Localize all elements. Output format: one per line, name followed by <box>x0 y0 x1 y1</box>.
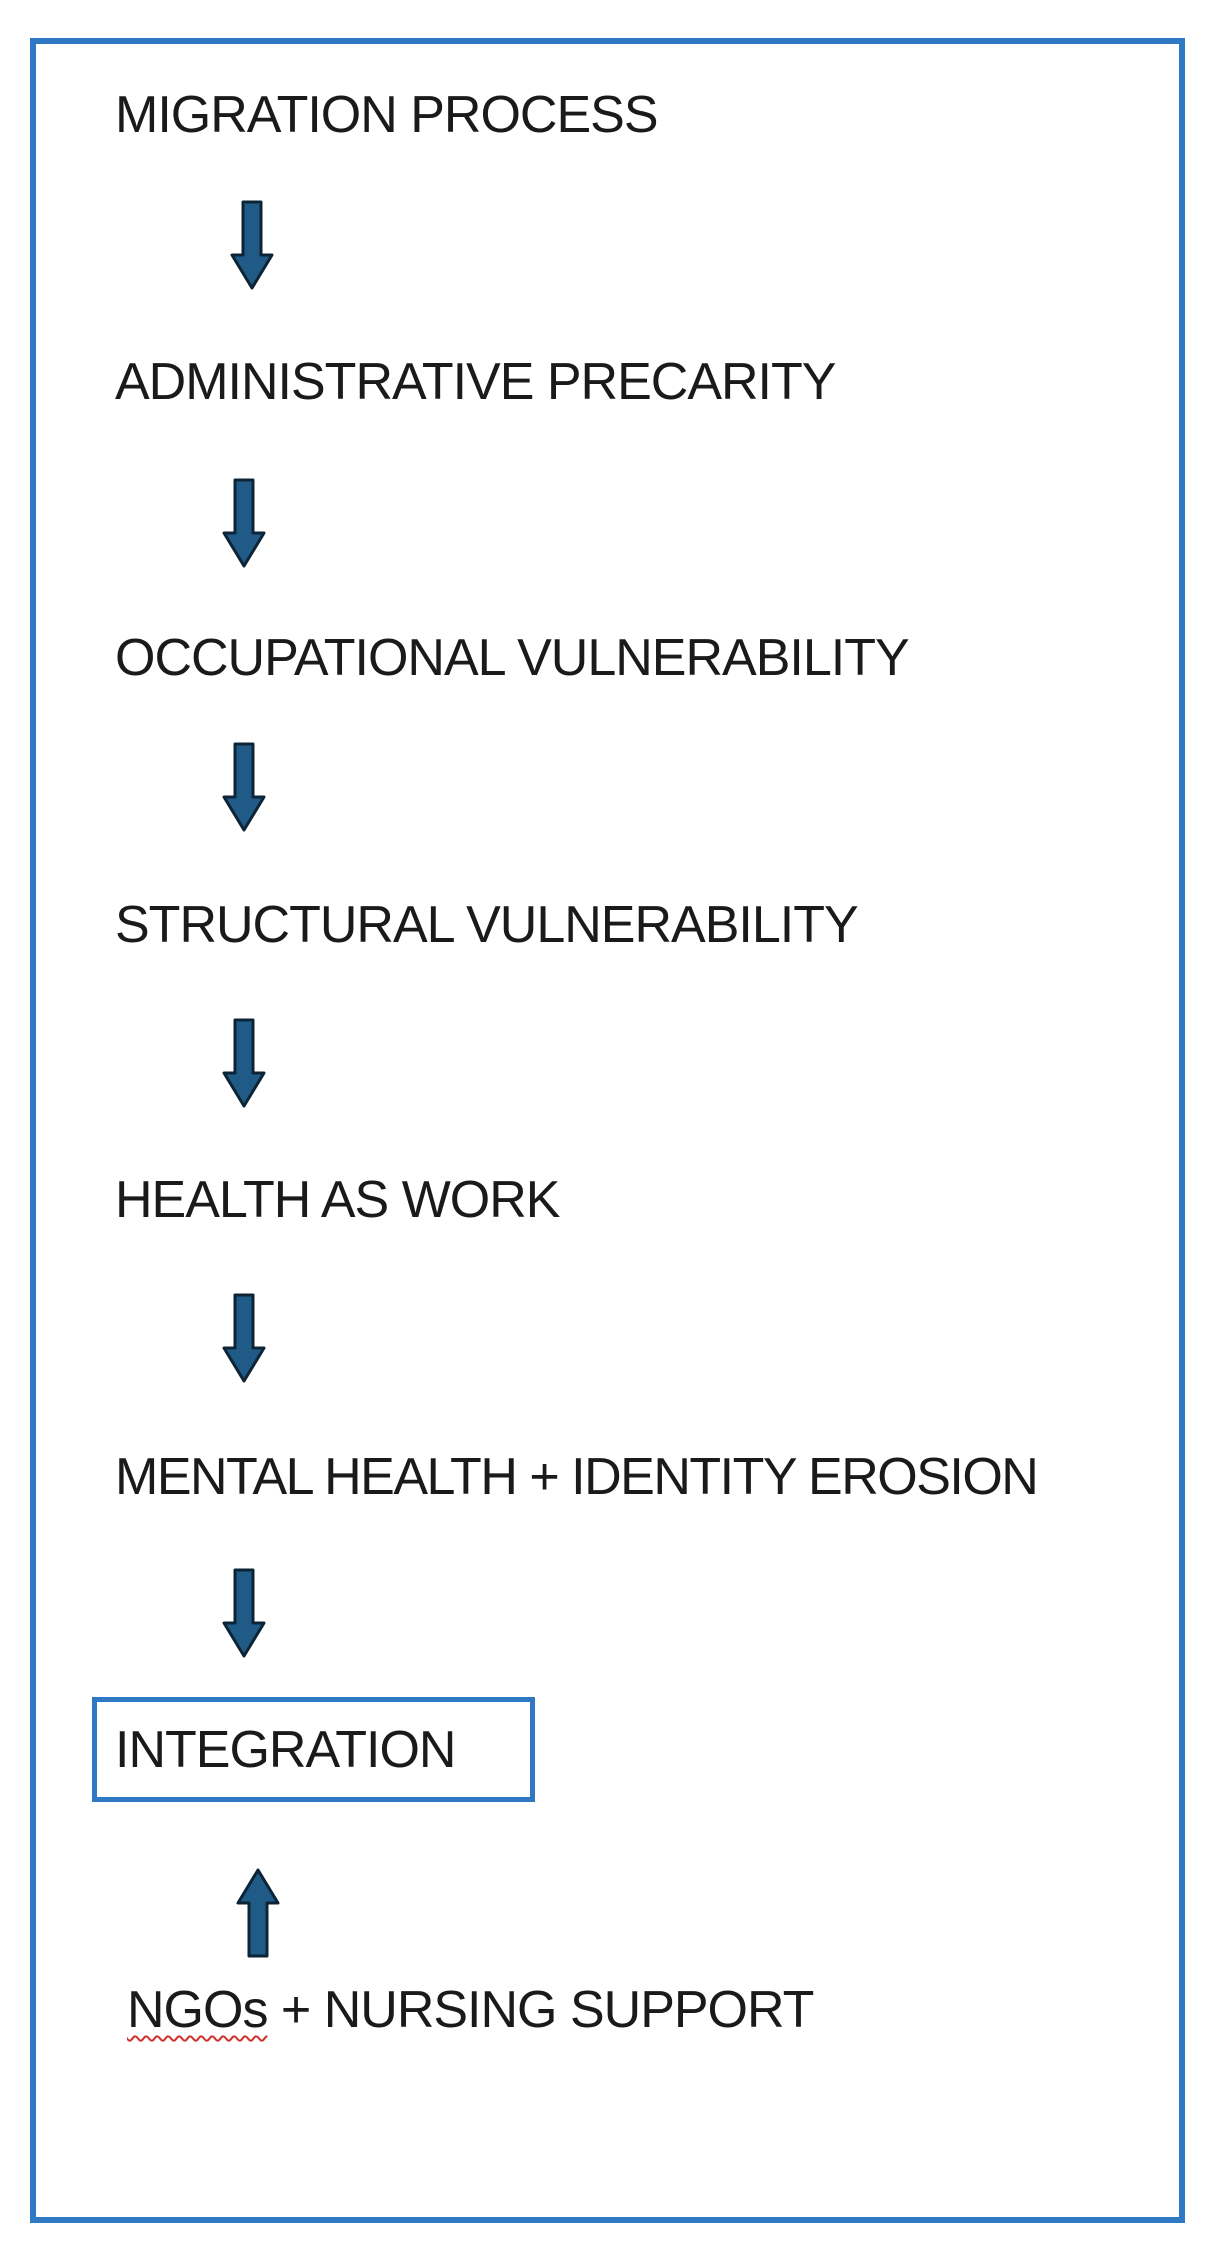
step-mental-health-identity-erosion: MENTAL HEALTH + IDENTITY EROSION <box>115 1448 1039 1506</box>
step-structural-vulnerability: STRUCTURAL VULNERABILITY <box>115 896 859 954</box>
down-arrow-icon <box>222 742 266 832</box>
diagram-frame <box>30 38 1185 2223</box>
up-arrow-icon <box>236 1868 280 1958</box>
step-health-as-work: HEALTH AS WORK <box>115 1171 560 1229</box>
down-arrow-icon <box>222 1568 266 1658</box>
integration-highlight-box <box>92 1697 535 1802</box>
ngos-text: NGOs <box>127 1981 268 2039</box>
down-arrow-icon <box>222 1018 266 1108</box>
down-arrow-icon <box>222 1293 266 1383</box>
step-migration-process: MIGRATION PROCESS <box>115 86 659 144</box>
down-arrow-icon <box>222 478 266 568</box>
step-administrative-precarity: ADMINISTRATIVE PRECARITY <box>115 353 836 411</box>
step-occupational-vulnerability: OCCUPATIONAL VULNERABILITY <box>115 629 910 687</box>
nursing-support-text: + NURSING SUPPORT <box>267 1981 814 2039</box>
down-arrow-icon <box>230 200 274 290</box>
support-label: NGOs + NURSING SUPPORT <box>127 1980 814 2040</box>
step-integration: INTEGRATION <box>115 1721 456 1779</box>
